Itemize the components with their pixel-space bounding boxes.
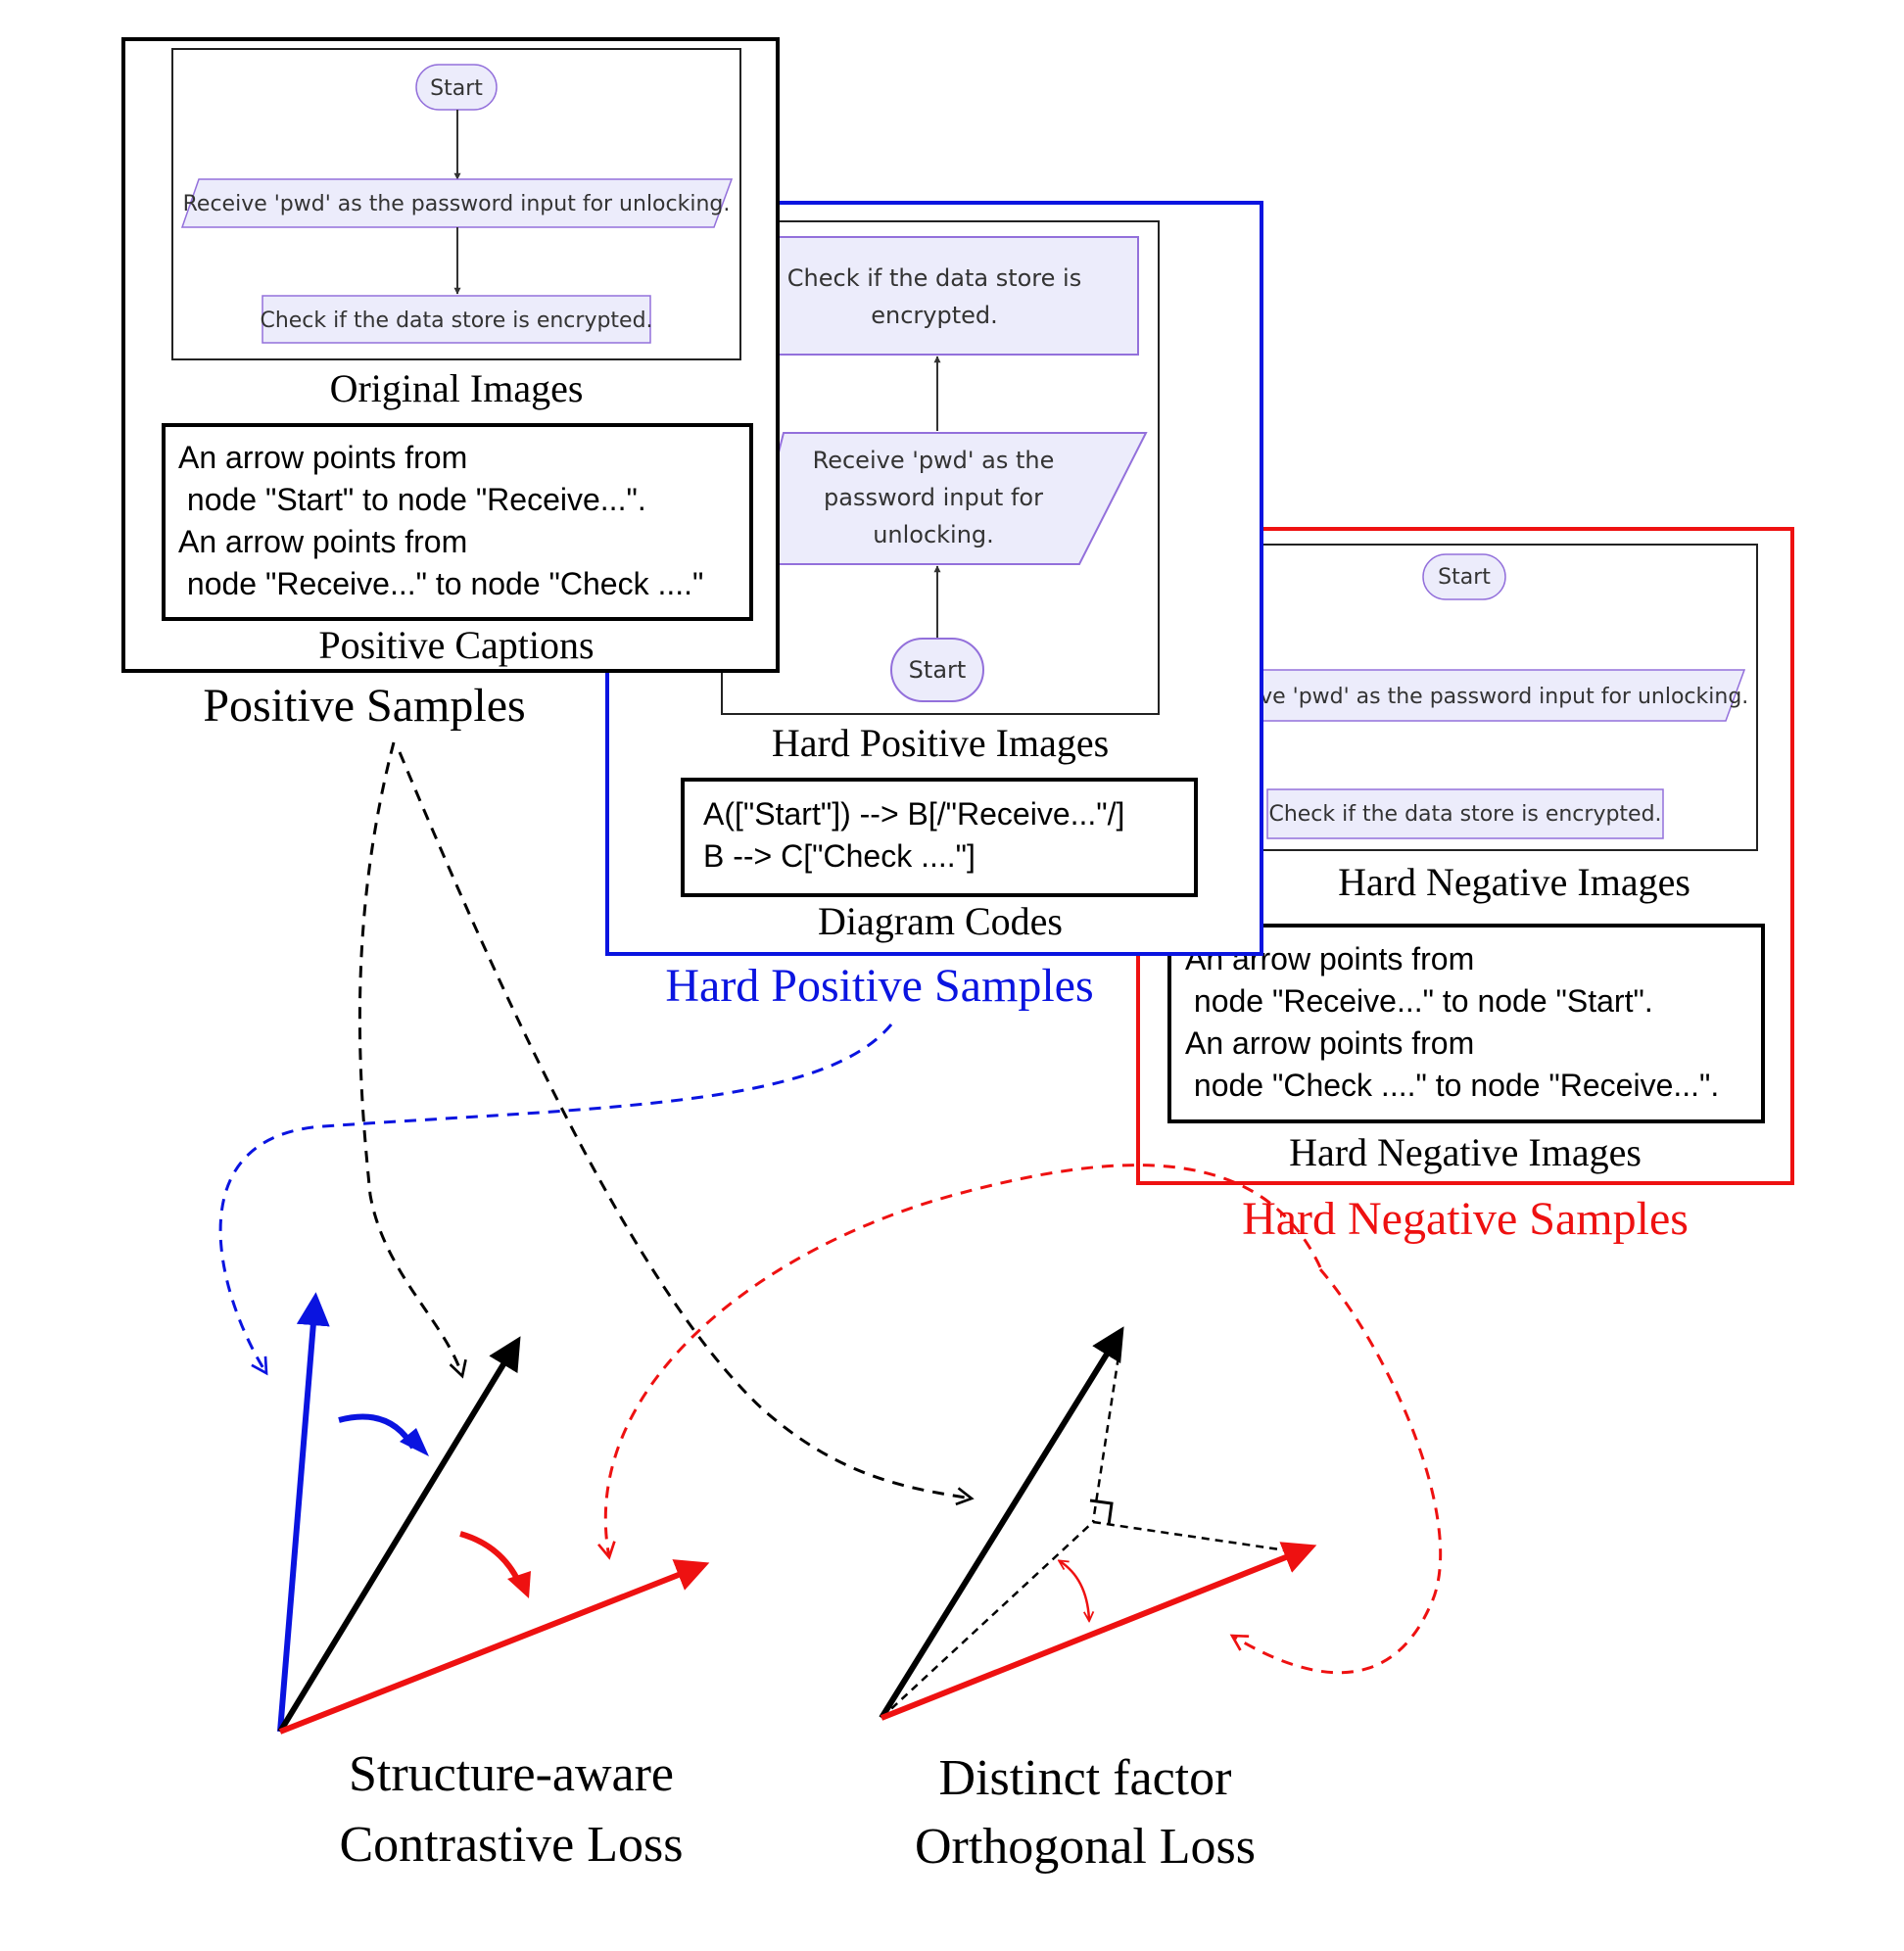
angle-arc-icon bbox=[1060, 1561, 1089, 1620]
positive-captions-label: Positive Captions bbox=[318, 623, 594, 667]
pos-caption-line-1: An arrow points from bbox=[178, 440, 467, 475]
pos-check-text: Check if the data store is encrypted. bbox=[260, 309, 652, 333]
diagram-codes-label: Diagram Codes bbox=[818, 899, 1063, 943]
hn-receive-text: ive 'pwd' as the password input for unlo… bbox=[1254, 685, 1748, 709]
positive-to-contrastive-connector bbox=[357, 741, 467, 1379]
hp-receive-text-2: password input for bbox=[824, 484, 1043, 511]
push-arrow-icon bbox=[507, 1571, 531, 1598]
orthogonal-loss-label-1: Distinct factor bbox=[939, 1750, 1232, 1806]
positive-to-orthogonal-connector bbox=[398, 751, 975, 1506]
component-line bbox=[881, 1521, 1094, 1719]
hp-receive-text-1: Receive 'pwd' as the bbox=[813, 447, 1055, 474]
hard-positive-samples-label: Hard Positive Samples bbox=[665, 960, 1093, 1012]
hp-check-text-1: Check if the data store is bbox=[787, 264, 1081, 292]
pos-check-node bbox=[262, 295, 651, 344]
hn-check-node bbox=[1266, 788, 1664, 839]
orthogonal-vectors: Distinct factor Orthogonal Loss bbox=[879, 1326, 1317, 1875]
hp-start-text: Start bbox=[909, 656, 967, 684]
hn-captions-box bbox=[1167, 924, 1765, 1123]
hn-caption-line-2: node "Receive..." to node "Start". bbox=[1185, 983, 1653, 1019]
positive-samples-label: Positive Samples bbox=[203, 680, 525, 732]
pull-arrow-icon bbox=[400, 1428, 429, 1456]
hard-positive-vector bbox=[277, 1292, 330, 1733]
projection-line bbox=[1091, 1343, 1122, 1523]
hn-caption-line-4: node "Check ...." to node "Receive...". bbox=[1185, 1068, 1719, 1103]
hn-start-text: Start bbox=[1438, 565, 1491, 590]
positive-captions-box bbox=[162, 423, 753, 621]
orthogonal-loss-label-2: Orthogonal Loss bbox=[915, 1819, 1256, 1875]
diagram-code-box bbox=[681, 778, 1198, 897]
diagram-code-line-2: B --> C["Check ...."] bbox=[703, 838, 976, 874]
residual-line bbox=[1092, 1520, 1294, 1553]
hard-negative-vector-orthogonal bbox=[880, 1542, 1317, 1721]
hp-images-label: Hard Positive Images bbox=[772, 721, 1109, 765]
hard-negative-to-contrastive-connector bbox=[597, 1164, 1322, 1560]
diagram-code-line-1: A(["Start"]) --> B[/"Receive..."/] bbox=[703, 796, 1124, 832]
original-images-label: Original Images bbox=[330, 366, 584, 410]
hp-check-node bbox=[777, 236, 1139, 356]
pos-start-text: Start bbox=[430, 76, 483, 101]
right-angle-icon bbox=[1089, 1499, 1114, 1526]
contrastive-vectors: Structure-aware Contrastive Loss bbox=[277, 1292, 710, 1873]
pos-receive-node bbox=[180, 178, 734, 228]
hp-check-text-2: encrypted. bbox=[871, 302, 998, 329]
pos-receive-text: Receive 'pwd' as the password input for … bbox=[183, 192, 731, 216]
pos-caption-line-3: An arrow points from bbox=[178, 524, 467, 559]
hard-positive-connector bbox=[218, 1023, 893, 1376]
hp-start-node bbox=[890, 638, 984, 702]
hn-start-node bbox=[1422, 553, 1506, 600]
positive-panel: Start Receive 'pwd' as the password inpu… bbox=[121, 37, 780, 732]
pos-caption-line-4: node "Receive..." to node "Check ...." bbox=[178, 566, 703, 601]
connectors bbox=[218, 741, 1443, 1675]
contrastive-loss-label-1: Structure-aware bbox=[349, 1746, 674, 1802]
hn-captions-label: Hard Negative Images bbox=[1289, 1130, 1642, 1174]
hn-caption-line-3: An arrow points from bbox=[1185, 1025, 1474, 1061]
hard-negative-to-orthogonal-connector bbox=[1229, 1268, 1443, 1675]
hard-negative-samples-label: Hard Negative Samples bbox=[1242, 1193, 1689, 1245]
contrastive-loss-label-2: Contrastive Loss bbox=[340, 1817, 684, 1873]
anchor-vector bbox=[277, 1336, 521, 1734]
anchor-vector-orthogonal bbox=[879, 1326, 1124, 1720]
hn-images-label: Hard Negative Images bbox=[1338, 860, 1690, 904]
pos-caption-line-2: node "Start" to node "Receive...". bbox=[178, 482, 646, 517]
hard-negative-vector bbox=[278, 1559, 710, 1735]
hn-check-text: Check if the data store is encrypted. bbox=[1268, 802, 1661, 827]
push-arrow-shaft bbox=[459, 1531, 522, 1585]
hp-receive-text-3: unlocking. bbox=[873, 521, 994, 548]
